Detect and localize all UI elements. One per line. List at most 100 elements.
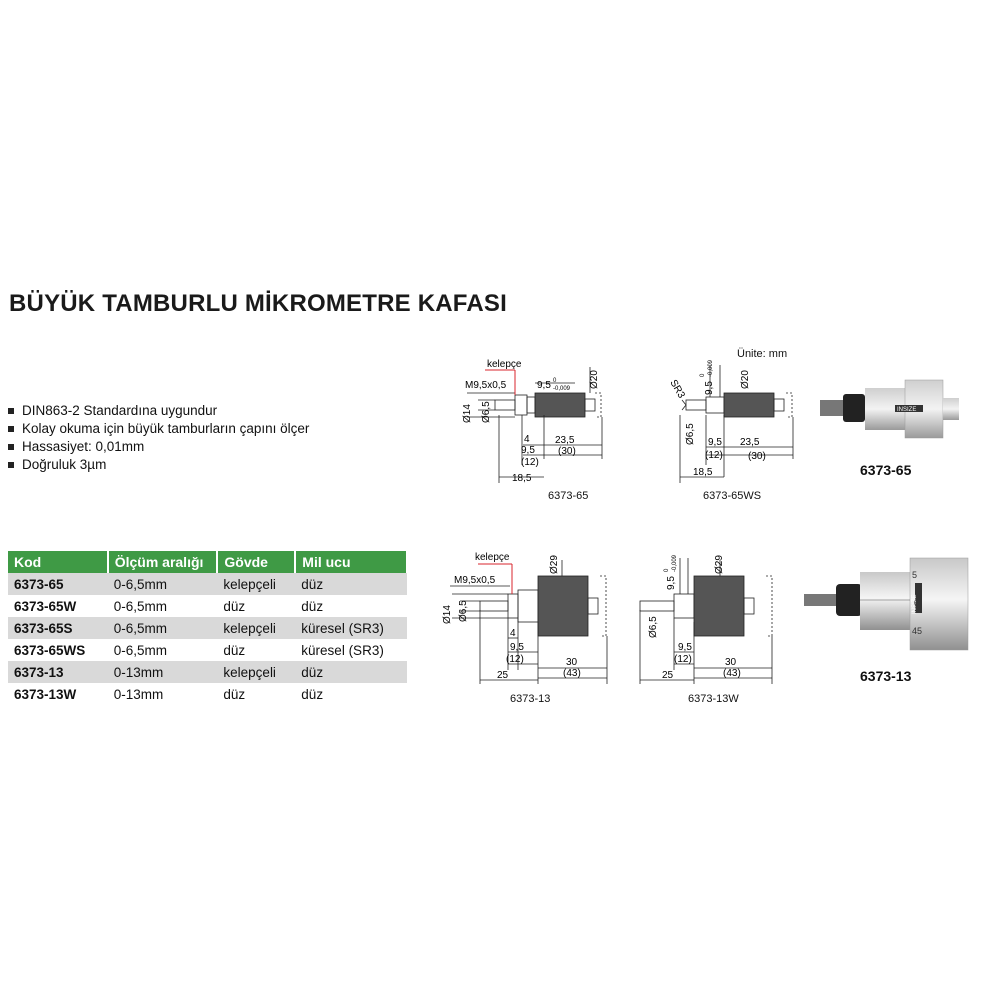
product-label-6373-13: 6373-13 [860, 668, 912, 684]
drawing-caption: 6373-13W [688, 693, 739, 705]
feature-item: Doğruluk 3µm [8, 456, 309, 474]
cell-body: kelepçeli [217, 661, 296, 683]
dim-label: (30) [558, 446, 576, 457]
unit-note: Ünite: mm [737, 348, 788, 360]
dim-label: (43) [723, 668, 741, 679]
col-header-range: Ölçüm aralığı [107, 551, 219, 573]
dim-label: (43) [563, 668, 581, 679]
table-header-row: Kod Ölçüm aralığı Gövde Mil ucu [8, 551, 408, 573]
dim-label: 9,5 [537, 380, 551, 391]
cell-range: 0-13mm [107, 683, 218, 705]
cell-spindle: düz [295, 573, 407, 595]
scale-label: 5 [912, 570, 917, 580]
feature-text: Doğruluk 3µm [22, 457, 107, 472]
dim-label: 30 [566, 657, 578, 668]
cell-spindle: düz [295, 683, 407, 705]
bullet-icon [8, 444, 14, 450]
drawing-6373-65ws: SR3 9,5 0 -0,009 Ø20 Ø6,5 9,5 (12) 18,5 … [667, 359, 794, 483]
cell-body: düz [217, 595, 296, 617]
cell-range: 0-13mm [107, 661, 218, 683]
dim-label: 25 [497, 670, 509, 681]
dim-label: (12) [521, 457, 539, 468]
dim-tol-label: -0,009 [553, 386, 571, 392]
cell-body: kelepçeli [217, 617, 296, 639]
dim-tol-label: 0 [664, 568, 670, 572]
table-row: 6373-13W 0-13mm düz düz [8, 683, 407, 705]
brand-logo [895, 405, 923, 412]
thread-label: M9,5x0,5 [465, 380, 507, 391]
dia-label: Ø6,5 [481, 401, 492, 423]
col-header-spindle: Mil ucu [295, 551, 408, 573]
feature-text: Kolay okuma için büyük tamburların çapın… [22, 421, 310, 436]
drawing-6373-13w: 9,5 0 -0,009 Ø29 Ø6,5 9,5 (12) 25 30 (43… [639, 554, 773, 684]
cell-code: 6373-65W [8, 595, 108, 617]
feature-item: Hassasiyet: 0,01mm [8, 438, 309, 456]
dim-label: 9,5 [704, 381, 715, 395]
drawing-caption: 6373-13 [510, 693, 551, 705]
drawing-caption: 6373-65WS [703, 490, 762, 502]
table-row: 6373-65S 0-6,5mm kelepçeli küresel (SR3) [8, 617, 407, 639]
dia-label: Ø29 [714, 555, 725, 574]
cell-range: 0-6,5mm [107, 639, 218, 661]
cell-spindle: düz [295, 661, 407, 683]
cell-range: 0-6,5mm [107, 617, 218, 639]
dim-label: 18,5 [693, 467, 713, 478]
dia-label: Ø14 [442, 605, 453, 624]
feature-text: DIN863-2 Standardına uygundur [22, 403, 218, 418]
cell-spindle: düz [295, 595, 407, 617]
dim-label: 25 [662, 670, 674, 681]
dim-tol-label: 0 [700, 373, 706, 377]
dia-label: Ø20 [589, 370, 600, 389]
cell-code: 6373-65S [8, 617, 108, 639]
dim-label: 9,5 [678, 642, 692, 653]
product-label-6373-65: 6373-65 [860, 462, 912, 478]
table-row: 6373-65W 0-6,5mm düz düz [8, 595, 407, 617]
cell-spindle: küresel (SR3) [295, 639, 407, 661]
dim-label: (12) [506, 654, 524, 665]
kelepce-label: kelepçe [475, 552, 510, 563]
dia-label: Ø6,5 [648, 616, 659, 638]
kelepce-label: kelepçe [487, 359, 522, 370]
dim-label: 9,5 [666, 576, 677, 590]
brand-logo [915, 583, 922, 613]
feature-item: DIN863-2 Standardına uygundur [8, 402, 309, 420]
micrometer-head-6373-13-image: INSIZE 5 0 45 [804, 557, 969, 651]
bullet-icon [8, 408, 14, 414]
dim-label: 18,5 [512, 473, 532, 484]
dim-label: 4 [524, 434, 530, 445]
dim-tol-label: -0,009 [708, 359, 714, 377]
brand-label: INSIZE [897, 407, 916, 413]
table-row: 6373-65 0-6,5mm kelepçeli düz [8, 573, 407, 595]
dim-label: 9,5 [510, 642, 524, 653]
feature-text: Hassasiyet: 0,01mm [22, 439, 145, 454]
cell-code: 6373-65WS [8, 639, 108, 661]
bullet-icon [8, 462, 14, 468]
dim-label: 9,5 [708, 437, 722, 448]
cell-spindle: küresel (SR3) [295, 617, 407, 639]
scale-label: 45 [912, 626, 922, 636]
dia-label: Ø6,5 [685, 423, 696, 445]
dim-label: 4 [510, 628, 516, 639]
col-header-body: Gövde [217, 551, 297, 573]
page-title: BÜYÜK TAMBURLU MİKROMETRE KAFASI [9, 290, 507, 317]
spec-table: Kod Ölçüm aralığı Gövde Mil ucu 6373-65 … [8, 551, 408, 705]
cell-range: 0-6,5mm [107, 595, 218, 617]
cell-code: 6373-13 [8, 661, 108, 683]
feature-item: Kolay okuma için büyük tamburların çapın… [8, 420, 309, 438]
dia-label: Ø14 [462, 404, 473, 423]
scale-label: 0 [914, 598, 919, 608]
dim-label: (30) [748, 451, 766, 462]
brand-label: INSIZE [912, 595, 918, 614]
dim-label: 23,5 [555, 435, 575, 446]
col-header-code: Kod [8, 551, 109, 573]
micrometer-head-6373-65-image: INSIZE [820, 379, 959, 439]
cell-code: 6373-13W [8, 683, 108, 705]
dim-label: 23,5 [740, 437, 760, 448]
dim-tol-label: -0,009 [672, 554, 678, 572]
sr-label: SR3 [667, 378, 686, 401]
bullet-icon [8, 426, 14, 432]
dim-label: (12) [674, 654, 692, 665]
feature-list: DIN863-2 Standardına uygundur Kolay okum… [8, 402, 309, 474]
drawing-6373-65: kelepçe M9,5x0,5 9,5 0 -0,009 Ø20 Ø14 Ø6… [462, 359, 603, 484]
dim-tol-label: 0 [553, 378, 557, 384]
